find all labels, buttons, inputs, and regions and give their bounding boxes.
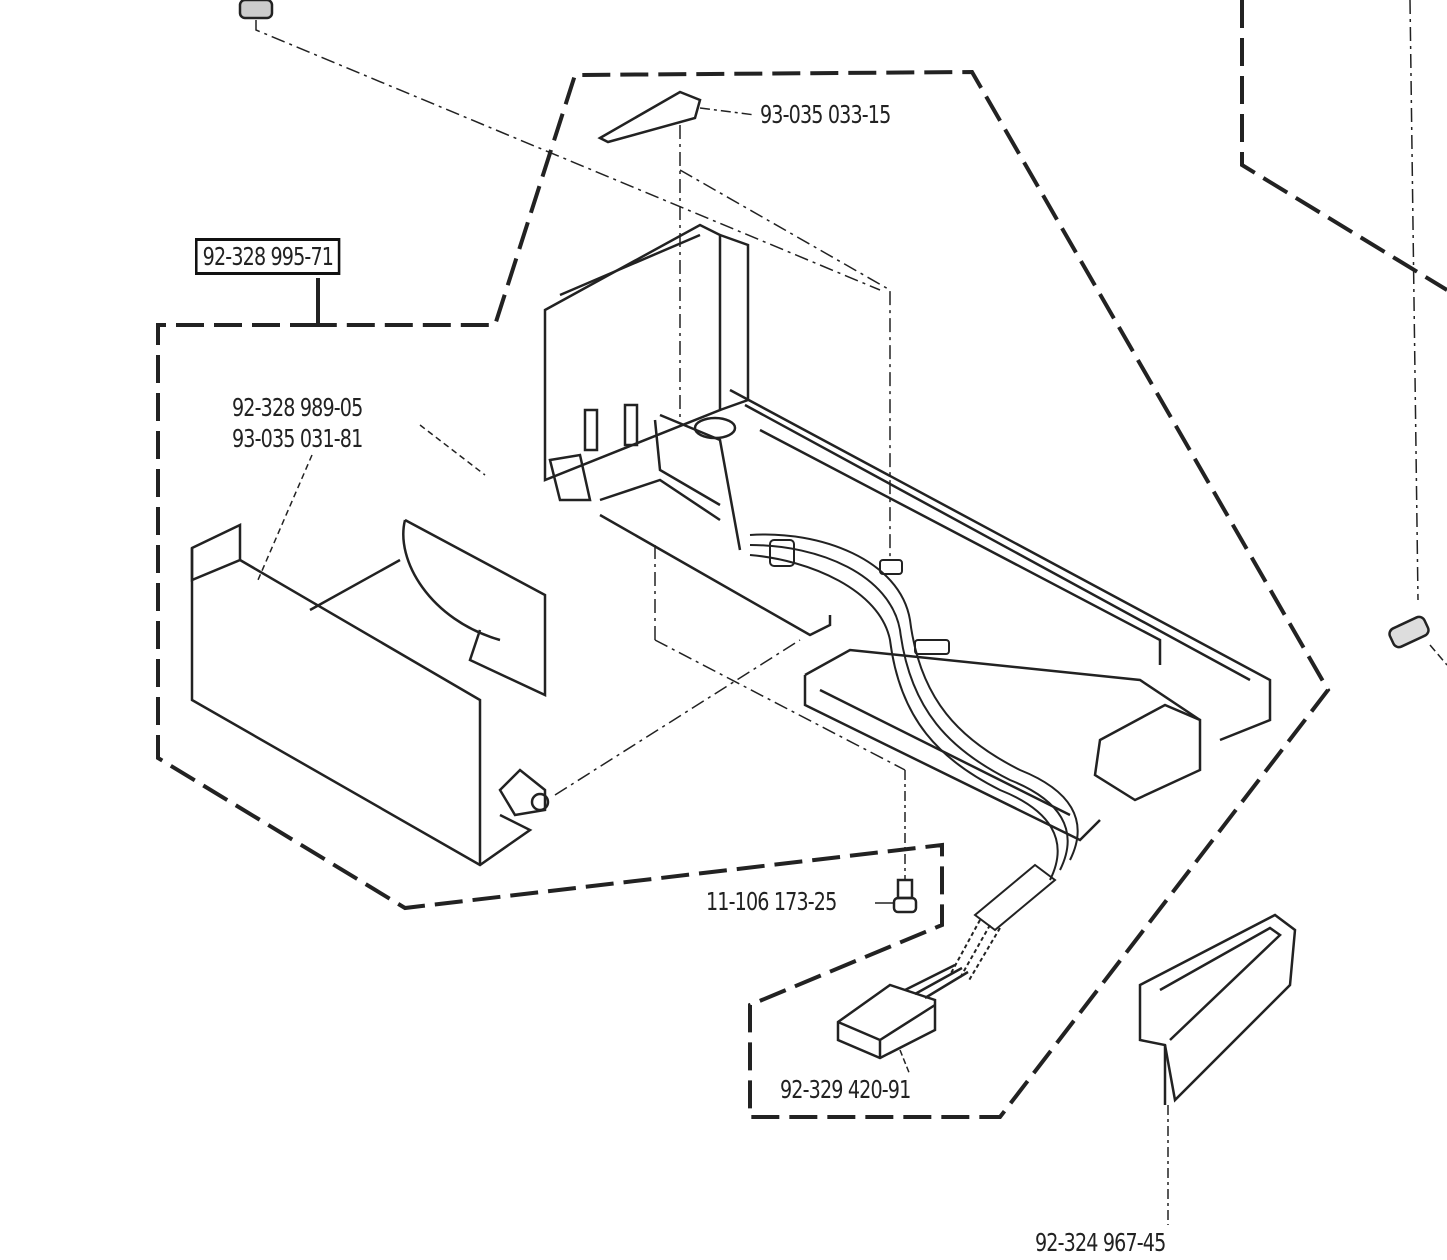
connector-part xyxy=(836,963,969,1076)
chassis-part xyxy=(543,223,1272,842)
label-cover-a: 92-328 989-05 xyxy=(232,393,363,422)
assembly-boundary xyxy=(156,69,1331,1119)
label-connector: 92-329 420-91 xyxy=(780,1075,911,1104)
label-screw: 11-106 173-25 xyxy=(706,887,837,916)
bracket-part xyxy=(1138,913,1297,1225)
label-cover-b: 93-035 031-81 xyxy=(232,424,363,453)
label-clip-top: 93-035 033-15 xyxy=(760,100,891,129)
screw-icon xyxy=(1388,615,1447,666)
leader-line xyxy=(1409,0,1419,601)
clip-part xyxy=(597,90,891,560)
top-screw-icon xyxy=(238,0,881,291)
neighbour-boundary xyxy=(1240,0,1447,292)
label-assembly: 92-328 995-71 xyxy=(195,238,341,275)
small-screw-icon xyxy=(875,770,918,914)
cover-panel xyxy=(190,424,906,867)
label-bracket: 92-324 967-45 xyxy=(1035,1228,1166,1257)
wire-harness xyxy=(749,533,1079,983)
